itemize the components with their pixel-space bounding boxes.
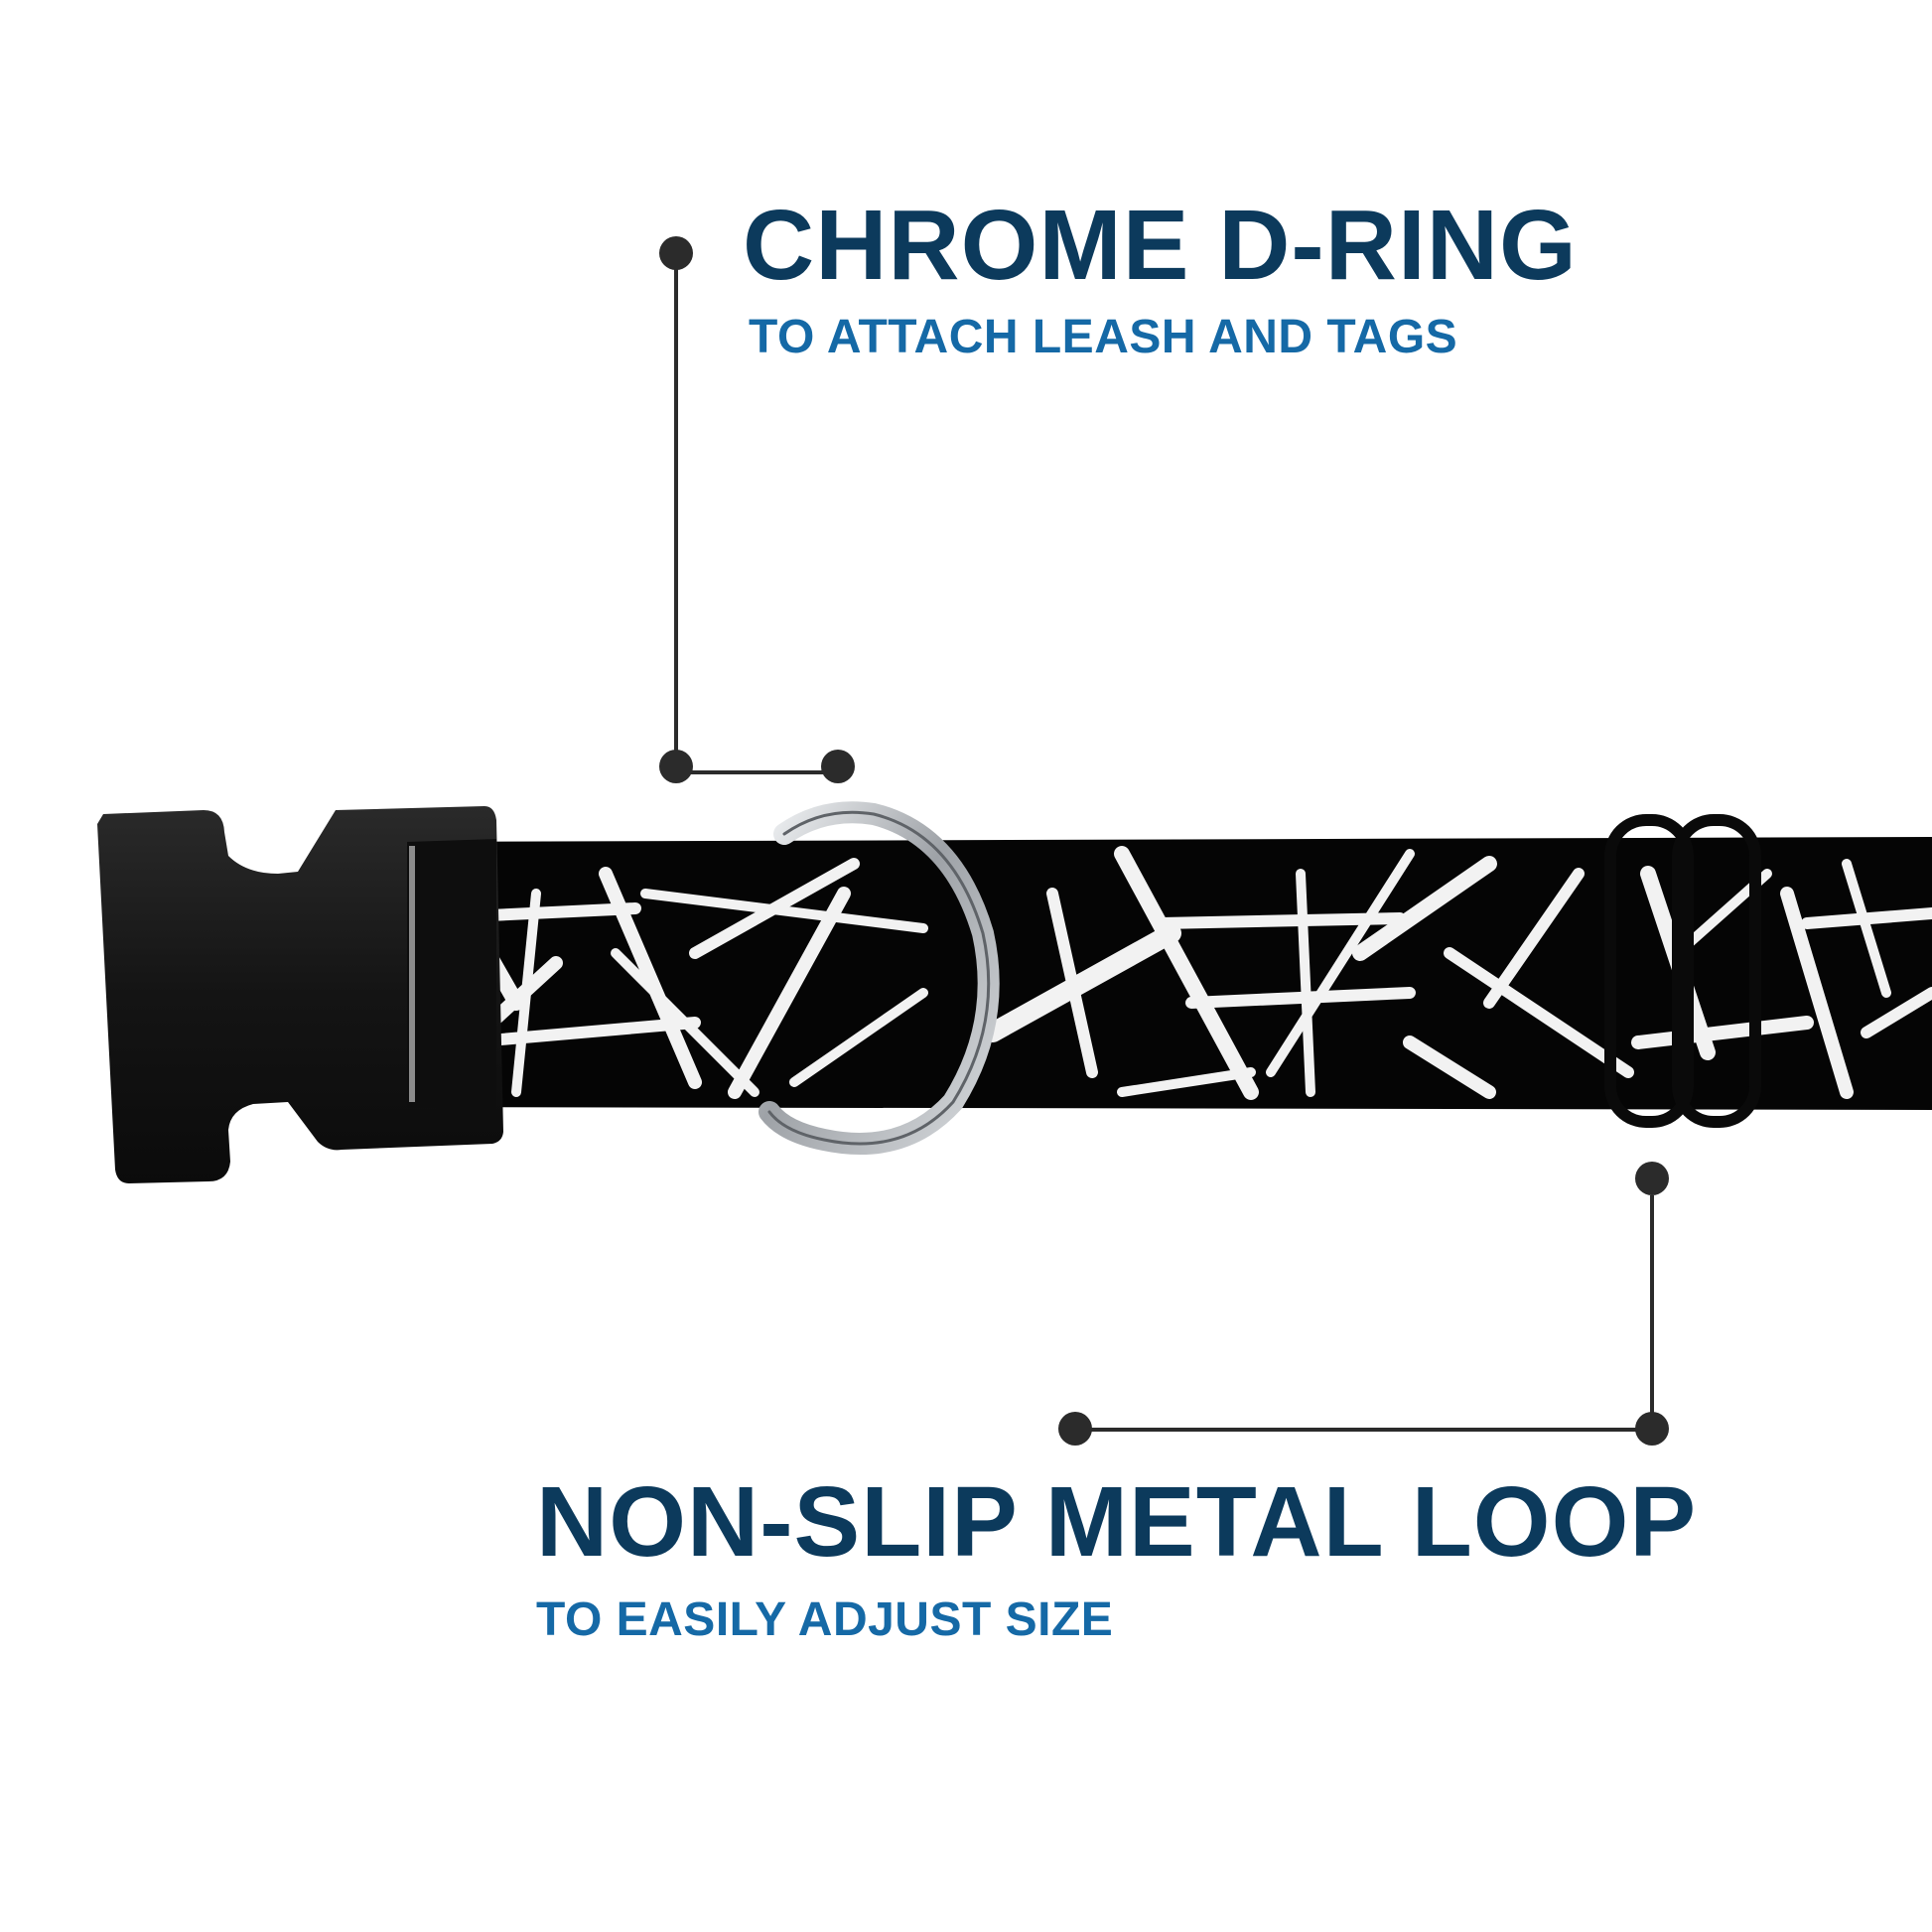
d-ring-callout-subtitle: TO ATTACH LEASH AND TAGS <box>749 311 1458 363</box>
d-ring-leader-dot-end <box>821 750 855 783</box>
d-ring-leader-dot-top <box>659 236 693 270</box>
loop-callout-subtitle: TO EASILY ADJUST SIZE <box>536 1593 1114 1646</box>
loop-leader-dot-top <box>1635 1162 1669 1195</box>
loop-leader-horizontal <box>1074 1428 1652 1432</box>
loop-leader-dot-end <box>1058 1412 1092 1446</box>
d-ring-leader-vertical <box>674 254 678 766</box>
collar-webbing <box>407 837 1932 1110</box>
side-release-buckle <box>97 806 503 1183</box>
star-pattern <box>421 846 1932 1100</box>
adjustment-loop <box>1604 814 1761 1128</box>
loop-leader-vertical <box>1650 1195 1654 1424</box>
chrome-d-ring <box>759 801 1000 1156</box>
loop-callout-title: NON-SLIP METAL LOOP <box>536 1466 1698 1578</box>
loop-leader-dot-corner <box>1635 1412 1669 1446</box>
d-ring-callout-title: CHROME D-RING <box>743 190 1578 301</box>
d-ring-leader-horizontal <box>676 770 838 774</box>
d-ring-leader-dot-corner <box>659 750 693 783</box>
